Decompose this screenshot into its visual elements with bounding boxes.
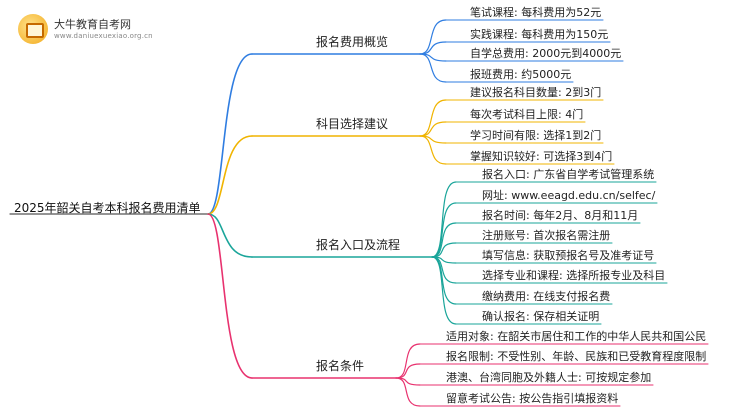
leaf-item: 选择专业和课程: 选择所报专业及科目 [482, 269, 666, 282]
leaf-connector [419, 99, 447, 137]
leaf-connector [431, 181, 457, 258]
branch-connector [207, 213, 253, 379]
leaf-item: 报名限制: 不受性别、年龄、民族和已受教育程度限制 [446, 350, 707, 363]
leaf-item: 笔试课程: 每科费用为52元 [470, 6, 602, 19]
leaf-item: 自学总费用: 2000元到4000元 [470, 47, 622, 60]
branch-connector [207, 135, 253, 215]
branch-connector [207, 213, 253, 258]
leaf-item: 报名时间: 每年2月、8月和11月 [482, 209, 639, 222]
leaf-item: 报班费用: 约5000元 [470, 68, 572, 81]
book-icon [18, 14, 48, 44]
leaf-item: 缴纳费用: 在线支付报名费 [482, 290, 611, 303]
leaf-item: 报名入口: 广东省自学考试管理系统 [482, 168, 655, 181]
leaf-connector [431, 202, 457, 258]
leaf-connector [419, 53, 447, 83]
leaf-connector [395, 363, 421, 379]
leaf-item: 掌握知识较好: 可选择3到4门 [470, 150, 613, 163]
branch-connector [207, 53, 253, 215]
logo-title: 大牛教育自考网 [54, 18, 131, 31]
branch-subject-advice: 科目选择建议 [316, 117, 389, 131]
leaf-item: 学习时间有限: 选择1到2门 [470, 129, 602, 142]
leaf-connector [431, 222, 457, 258]
leaf-connector [419, 135, 447, 165]
leaf-item: 建议报名科目数量: 2到3门 [470, 86, 602, 99]
leaf-item: 注册账号: 首次报名需注册 [482, 229, 611, 242]
leaf-connector [431, 256, 457, 325]
root-node: 2025年韶关自考本科报名费用清单 [14, 201, 201, 215]
leaf-item: 实践课程: 每科费用为150元 [470, 28, 609, 41]
leaf-connector [395, 343, 421, 379]
branch-eligibility: 报名条件 [316, 359, 365, 373]
logo-url: www.daniuexuexiao.org.cn [54, 32, 153, 40]
leaf-item: 填写信息: 获取预报名号及准考证号 [482, 249, 655, 262]
leaf-connector [419, 19, 447, 55]
branch-entry-process: 报名入口及流程 [316, 238, 401, 252]
leaf-connector [431, 256, 457, 305]
site-logo: 大牛教育自考网 www.daniuexuexiao.org.cn [18, 10, 153, 50]
leaf-item: 港澳、台湾同胞及外籍人士: 可按规定参加 [446, 371, 652, 384]
branch-fee-overview: 报名费用概览 [316, 35, 389, 49]
leaf-connector [419, 121, 447, 137]
leaf-item: 确认报名: 保存相关证明 [482, 310, 600, 323]
leaf-connector [395, 377, 421, 407]
leaf-connector [419, 41, 447, 55]
leaf-item: 网址: www.eeagd.edu.cn/selfec/ [482, 189, 656, 202]
leaf-item: 适用对象: 在韶关市居住和工作的中华人民共和国公民 [446, 330, 707, 343]
leaf-item: 留意考试公告: 按公告指引填报资料 [446, 392, 619, 405]
leaf-item: 每次考试科目上限: 4门 [470, 108, 584, 121]
